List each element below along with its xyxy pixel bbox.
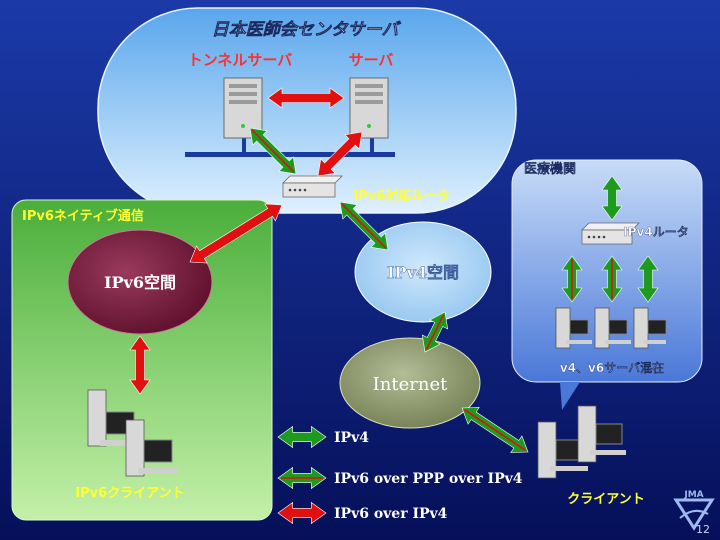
ipv6-space-label: IPv6空間 bbox=[104, 273, 176, 292]
arrow-medical-title-to-router bbox=[601, 175, 623, 221]
client-pc-icon-2 bbox=[577, 405, 626, 463]
client-label: クライアント bbox=[567, 492, 644, 507]
jma-logo-text: JMA bbox=[683, 490, 703, 500]
connection-arrows bbox=[129, 87, 659, 453]
medical-zone-title: 医療機関 bbox=[524, 161, 576, 177]
internet-label: Internet bbox=[373, 374, 448, 395]
arrow-server-to-router bbox=[317, 131, 363, 177]
legend-arrow-3 bbox=[277, 501, 327, 525]
ipv4-router-icon bbox=[581, 222, 640, 245]
arrow-ipv6-space-to-clients bbox=[129, 335, 151, 395]
tunnel-server-icon bbox=[223, 77, 263, 139]
tunnel-server-label: トンネルサーバ bbox=[188, 51, 293, 69]
lan-bus bbox=[185, 138, 395, 157]
center-zone-title: 日本医師会センタサーバ bbox=[212, 20, 402, 40]
medical-server-icon-3 bbox=[633, 307, 667, 349]
arrow-ipv4-space-to-internet-inner-line bbox=[425, 314, 445, 350]
legend-label-3: IPv6 over IPv4 bbox=[334, 506, 448, 522]
ipv6-client-pc-icon-2 bbox=[125, 419, 178, 477]
server-label: サーバ bbox=[349, 51, 394, 69]
client-pc-icon-1 bbox=[537, 421, 588, 479]
ipv4-space-label: IPv4空間 bbox=[387, 263, 459, 282]
arrow-router-to-med-server-3 bbox=[637, 255, 659, 303]
legend-label-2: IPv6 over PPP over IPv4 bbox=[334, 471, 523, 487]
arrow-tunnel-to-router-inner-line bbox=[251, 129, 295, 173]
ipv4-router-label: IPv4ルータ bbox=[623, 225, 688, 239]
arrow-internet-to-client-inner-line bbox=[464, 409, 526, 451]
ipv6-client-label: IPv6クライアント bbox=[75, 486, 184, 501]
page-number: 12 bbox=[696, 523, 710, 536]
center-server-zone: 日本医師会センタサーバ トンネルサーバ サーバ bbox=[97, 7, 517, 214]
medical-zone: 医療機関 v4、v6サーバ混在 bbox=[511, 159, 703, 410]
ipv6-router-icon bbox=[282, 175, 343, 198]
legend-label-1: IPv4 bbox=[334, 430, 369, 446]
native-zone-title: IPv6ネイティブ通信 bbox=[22, 208, 144, 224]
ipv6-router-label: IPv6対応ルータ bbox=[354, 188, 451, 204]
internet-ellipse: Internet bbox=[339, 337, 481, 429]
arrow-router-to-ipv6-space bbox=[189, 203, 283, 264]
server-icon bbox=[349, 77, 389, 139]
arrow-router-to-ipv4-space-inner-line bbox=[341, 203, 387, 249]
ipv4-space-ellipse: IPv4空間 bbox=[354, 221, 492, 323]
mixed-server-label: v4、v6サーバ混在 bbox=[560, 360, 664, 375]
arrow-tunnel-to-server bbox=[267, 87, 345, 109]
jma-logo: JMA bbox=[673, 490, 715, 531]
legend-arrow-1 bbox=[277, 425, 327, 449]
medical-server-icon-2 bbox=[594, 307, 631, 349]
medical-server-icon-1 bbox=[555, 307, 592, 349]
ipv6-space-ellipse: IPv6空間 bbox=[67, 229, 213, 335]
